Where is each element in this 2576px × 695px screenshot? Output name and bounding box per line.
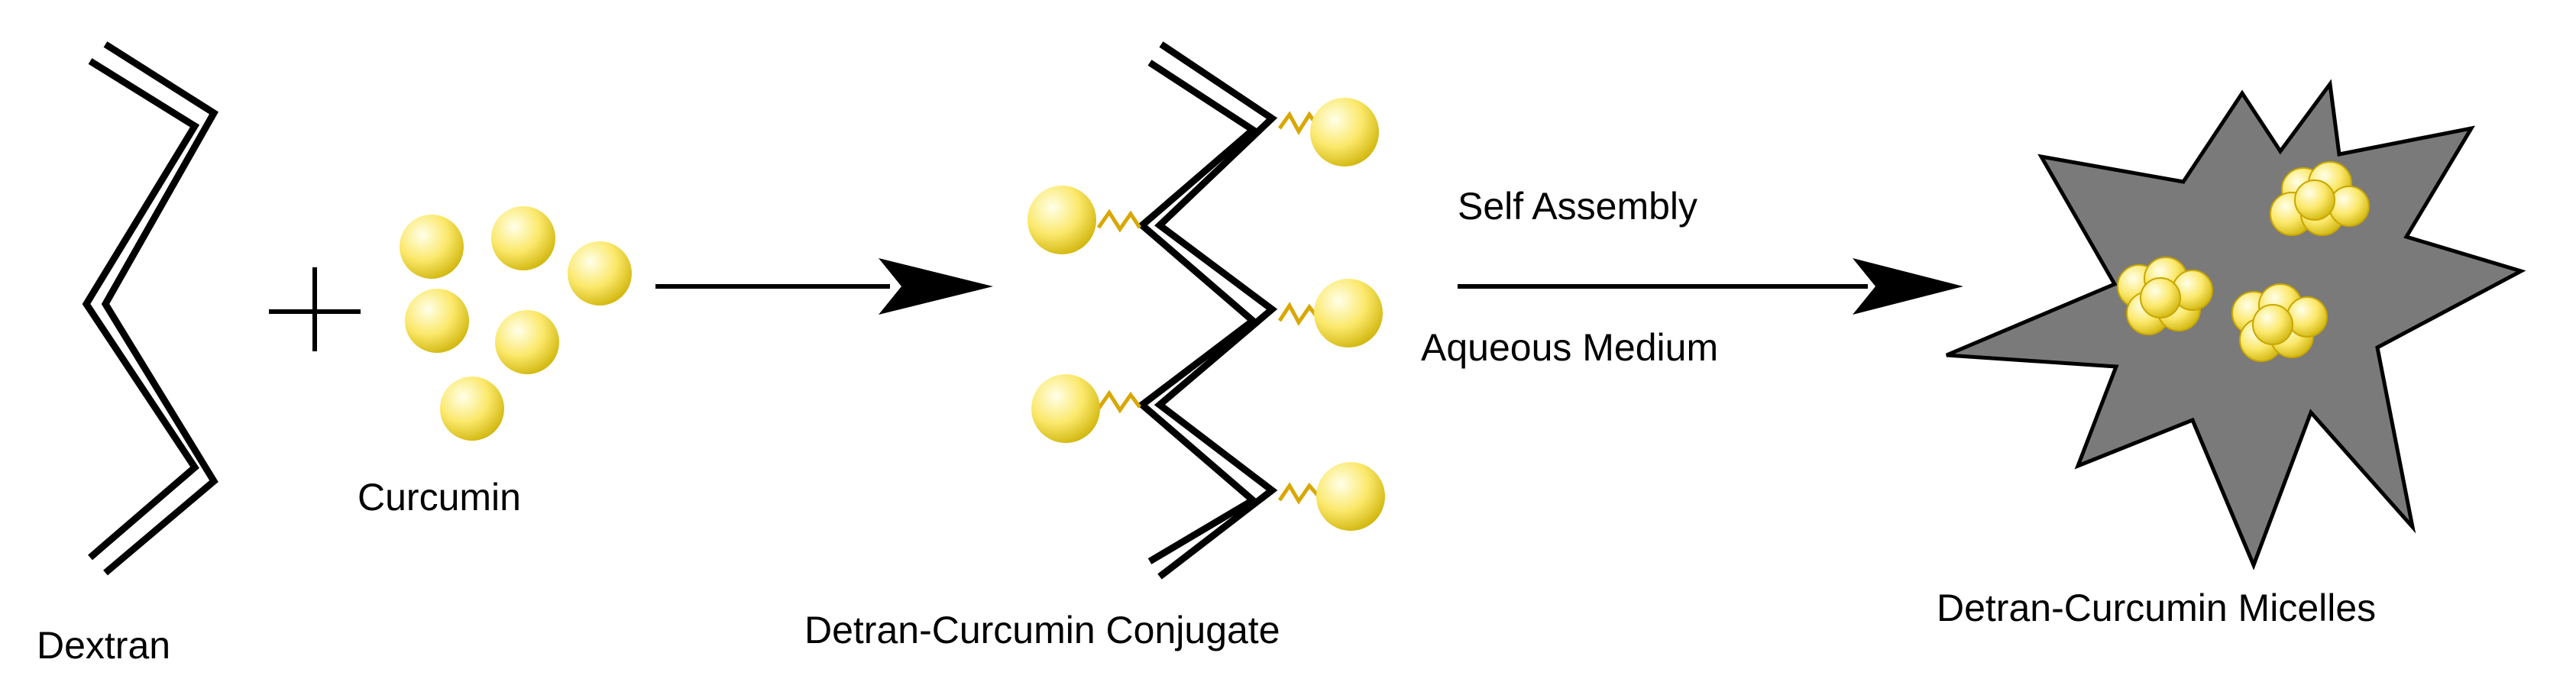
dextran-chain-inner [82,58,200,561]
self-assembly-label: Self Assembly [1458,185,1697,228]
dextran-chain [82,41,219,576]
curcumin-cluster [400,206,632,441]
micelle-star [1946,79,2526,571]
micelle [1946,79,2526,571]
bond-zigzag [1096,208,1142,233]
conjugate-chain-inner [1136,60,1259,564]
dextran-chain-outer [101,41,219,576]
curcumin-sphere [568,241,632,305]
reaction-arrow [655,258,993,315]
plus-sign [269,267,361,351]
dextran-label: Dextran [37,624,170,667]
bond-zigzag [1096,390,1141,414]
conjugate-sphere [1027,186,1096,254]
bond-zigzag [1277,482,1322,505]
micelle-core [2231,283,2328,362]
curcumin-sphere [440,377,504,441]
aqueous-medium-label: Aqueous Medium [1421,326,1718,369]
micelle-curcumin-cores [2117,161,2370,362]
conjugate-sphere [1031,374,1100,443]
micelles-label: Detran-Curcumin Micelles [1937,587,2376,629]
conjugate-spheres [1027,98,1385,531]
micelle-core [2270,161,2370,236]
curcumin-sphere [495,310,559,374]
bond-zigzag [1277,302,1322,326]
conjugate-sphere [1310,98,1379,166]
curcumin-sphere [491,206,555,270]
conjugate-bonds [1096,111,1322,505]
conjugate-sphere [1314,279,1383,348]
micelle-core [2117,257,2213,335]
curcumin-label: Curcumin [358,476,521,519]
conjugate-sphere [1316,462,1385,531]
curcumin-sphere [405,289,469,353]
conjugate-label: Detran-Curcumin Conjugate [804,609,1280,651]
curcumin-sphere [400,215,464,279]
self-assembly-arrow [1458,258,1963,315]
conjugate-chain [1136,41,1278,580]
conjugate-chain-outer [1154,41,1278,580]
